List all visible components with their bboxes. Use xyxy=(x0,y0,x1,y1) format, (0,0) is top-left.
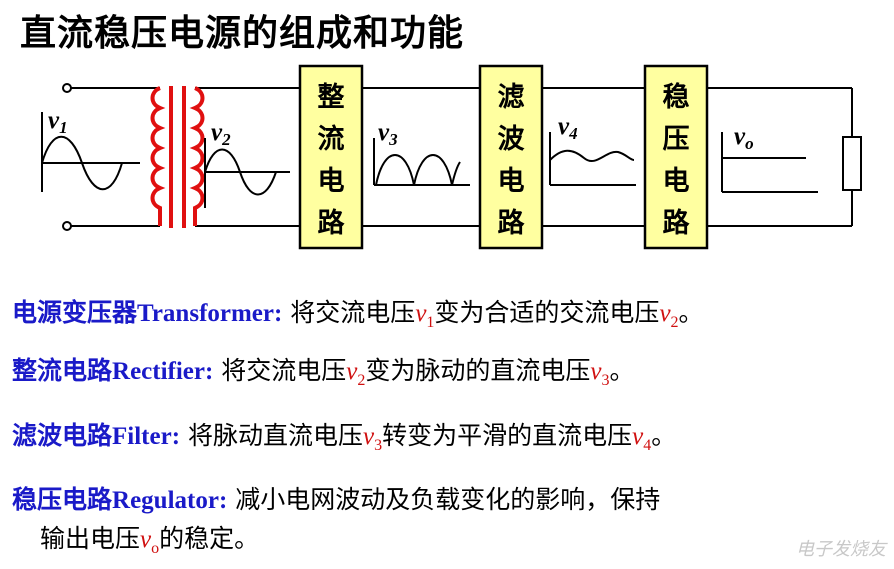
rectifier-char-2: 流 xyxy=(318,124,345,155)
input-terminal-top xyxy=(62,83,72,93)
filter-char-3: 电 xyxy=(498,166,525,197)
power-supply-block-diagram: 整 流 电 路 滤 波 电 路 稳 压 电 路 v1 v2 v3 xyxy=(41,64,862,250)
signal-v3-label: v3 xyxy=(378,119,398,149)
signal-v2-label: v2 xyxy=(211,119,231,149)
signal-vo-label: vo xyxy=(734,123,754,153)
rectifier-block: 整 流 电 路 xyxy=(298,64,364,250)
signal-v1-label: v1 xyxy=(48,107,68,137)
term-filter-en: Filter xyxy=(112,423,172,450)
regulator-char-2: 压 xyxy=(663,124,690,155)
rectifier-char-1: 整 xyxy=(318,82,345,113)
filter-block: 滤 波 电 路 xyxy=(478,64,544,250)
waveform-v1 xyxy=(41,112,140,192)
regulator-char-4: 路 xyxy=(663,207,691,239)
term-transformer: 电源变压器 xyxy=(12,298,138,327)
regulator-char-1: 稳 xyxy=(663,81,690,113)
description-rectifier: 整流电路Rectifier: 将交流电压v2变为脉动的直流电压v3。 xyxy=(12,356,635,389)
term-regulator-en: Regulator xyxy=(112,487,219,514)
filter-char-1: 滤 xyxy=(498,82,525,113)
filter-char-2: 波 xyxy=(498,124,526,155)
rectifier-char-4: 路 xyxy=(318,207,346,239)
term-filter: 滤波电路 xyxy=(12,421,113,450)
term-rectifier-en: Rectifier xyxy=(112,358,205,385)
wires xyxy=(71,87,853,227)
waveform-vo xyxy=(721,132,818,193)
waveform-v3 xyxy=(373,138,470,186)
transformer xyxy=(150,86,205,228)
signal-v4-label: v4 xyxy=(558,113,578,143)
page-title: 直流稳压电源的组成和功能 xyxy=(20,13,465,54)
filter-char-4: 路 xyxy=(498,207,526,239)
waveform-v4 xyxy=(549,132,636,186)
load-resistor xyxy=(842,136,862,191)
term-rectifier: 整流电路 xyxy=(12,356,113,385)
description-transformer: 电源变压器Transformer: 将交流电压v1变为合适的交流电压v2。 xyxy=(12,298,704,331)
watermark-logo: 电子发烧友 xyxy=(796,539,886,560)
description-filter: 滤波电路Filter: 将脉动直流电压v3转变为平滑的直流电压v4。 xyxy=(12,421,677,454)
regulator-char-3: 电 xyxy=(663,166,690,197)
waveform-v2 xyxy=(204,138,290,208)
rectifier-char-3: 电 xyxy=(318,166,345,197)
term-regulator: 稳压电路 xyxy=(12,485,113,514)
description-regulator: 稳压电路Regulator: 减小电网波动及负载变化的影响，保持 xyxy=(12,485,661,514)
input-terminal-bottom xyxy=(62,221,72,231)
description-regulator-line2: 输出电压vo的稳定。 xyxy=(40,524,260,557)
regulator-block: 稳 压 电 路 xyxy=(643,64,709,250)
term-transformer-en: Transformer xyxy=(137,300,275,327)
